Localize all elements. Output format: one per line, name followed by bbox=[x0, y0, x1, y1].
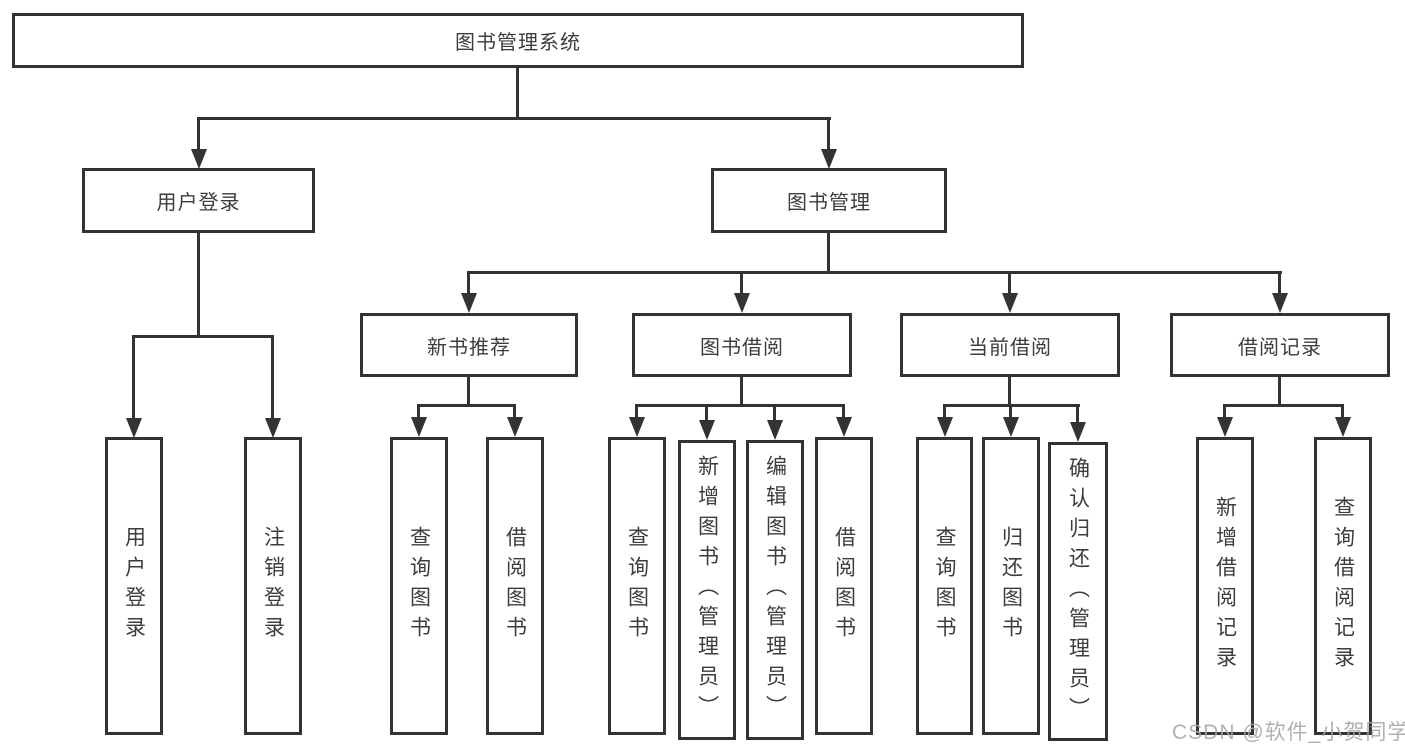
arrowhead-bb-add bbox=[699, 420, 715, 440]
node-leaf-confirm-return-admin: 确认归还（管理员） bbox=[1048, 442, 1108, 741]
node-user-login: 用户登录 bbox=[82, 168, 315, 233]
connector-cb-drop-2 bbox=[1009, 404, 1012, 418]
connector-root-drop-right bbox=[827, 117, 830, 150]
connector-cb-stem bbox=[1008, 377, 1011, 406]
arrowhead-bb-edit bbox=[767, 420, 783, 440]
connector-bb-drop-4 bbox=[842, 404, 845, 418]
arrowhead-bb-borrow bbox=[836, 417, 852, 437]
arrowhead-book-borrow bbox=[734, 293, 750, 313]
node-leaf-logout: 注销登录 bbox=[244, 437, 302, 735]
connector-bb-drop-1 bbox=[635, 404, 638, 418]
connector-root-drop-left bbox=[197, 117, 200, 150]
node-leaf-borrow-books: 借阅图书 bbox=[815, 437, 873, 735]
node-leaf-user-login: 用户登录 bbox=[105, 437, 163, 735]
node-leaf-edit-book-admin: 编辑图书（管理员） bbox=[746, 440, 804, 740]
connector-br-drop-2 bbox=[1341, 404, 1344, 418]
node-book-borrow: 图书借阅 bbox=[632, 313, 852, 377]
connector-nbr-drop-1 bbox=[417, 404, 420, 418]
arrowhead-logout bbox=[265, 418, 281, 438]
node-leaf-add-borrow-record: 新增借阅记录 bbox=[1196, 437, 1254, 735]
arrowhead-cb-return bbox=[1003, 417, 1019, 437]
connector-userlogin-bus bbox=[132, 335, 274, 338]
connector-bookmgmt-bus bbox=[467, 271, 1282, 274]
node-leaf-query-books-current: 查询图书 bbox=[916, 437, 973, 735]
connector-root-bus bbox=[197, 117, 831, 120]
arrowhead-user-login bbox=[191, 149, 207, 169]
connector-cb-drop-3 bbox=[1076, 404, 1079, 423]
connector-bb-bus bbox=[635, 404, 845, 407]
connector-bookmgmt-drop-3 bbox=[1008, 271, 1011, 294]
node-new-book-recommend: 新书推荐 bbox=[360, 313, 578, 377]
arrowhead-br-query bbox=[1335, 417, 1351, 437]
connector-bookmgmt-stem bbox=[827, 233, 830, 273]
node-leaf-add-book-admin: 新增图书（管理员） bbox=[678, 440, 736, 740]
connector-br-bus bbox=[1223, 404, 1344, 407]
node-library-system: 图书管理系统 bbox=[12, 13, 1024, 68]
arrowhead-book-mgmt bbox=[821, 149, 837, 169]
node-leaf-return-book: 归还图书 bbox=[982, 437, 1040, 735]
connector-nbr-drop-2 bbox=[513, 404, 516, 418]
arrowhead-new-book-rec bbox=[461, 293, 477, 313]
connector-root-stem bbox=[516, 68, 519, 119]
connector-bookmgmt-drop-2 bbox=[740, 271, 743, 294]
node-leaf-query-books-borrow: 查询图书 bbox=[608, 437, 666, 735]
connector-bb-drop-2 bbox=[705, 404, 708, 421]
node-leaf-query-books-recommend: 查询图书 bbox=[390, 437, 448, 735]
node-current-borrow: 当前借阅 bbox=[900, 313, 1120, 377]
connector-bb-stem bbox=[740, 377, 743, 406]
arrowhead-nb-borrow bbox=[507, 417, 523, 437]
connector-br-stem bbox=[1278, 377, 1281, 406]
connector-bookmgmt-drop-1 bbox=[467, 271, 470, 294]
node-leaf-query-borrow-record: 查询借阅记录 bbox=[1314, 437, 1372, 735]
node-book-management: 图书管理 bbox=[711, 168, 947, 233]
connector-userlogin-stem bbox=[197, 233, 200, 337]
arrowhead-nb-query bbox=[411, 417, 427, 437]
node-borrow-records: 借阅记录 bbox=[1170, 313, 1390, 377]
arrowhead-current-borrow bbox=[1002, 293, 1018, 313]
arrowhead-cb-confirm bbox=[1070, 422, 1086, 442]
connector-nbr-stem bbox=[467, 377, 470, 406]
arrowhead-borrow-records bbox=[1272, 293, 1288, 313]
connector-userlogin-drop-1 bbox=[132, 335, 135, 419]
node-leaf-borrow-books-recommend: 借阅图书 bbox=[486, 437, 544, 735]
arrowhead-br-add bbox=[1217, 417, 1233, 437]
arrowhead-login bbox=[126, 418, 142, 438]
arrowhead-cb-query bbox=[937, 417, 953, 437]
connector-bb-drop-3 bbox=[773, 404, 776, 421]
connector-br-drop-1 bbox=[1223, 404, 1226, 418]
connector-bookmgmt-drop-4 bbox=[1278, 271, 1281, 294]
connector-nbr-bus bbox=[417, 404, 516, 407]
csdn-watermark: CSDN @软件_小贺同学 bbox=[1172, 721, 1405, 744]
connector-cb-drop-1 bbox=[943, 404, 946, 418]
arrowhead-bb-query bbox=[629, 417, 645, 437]
connector-userlogin-drop-2 bbox=[271, 335, 274, 419]
